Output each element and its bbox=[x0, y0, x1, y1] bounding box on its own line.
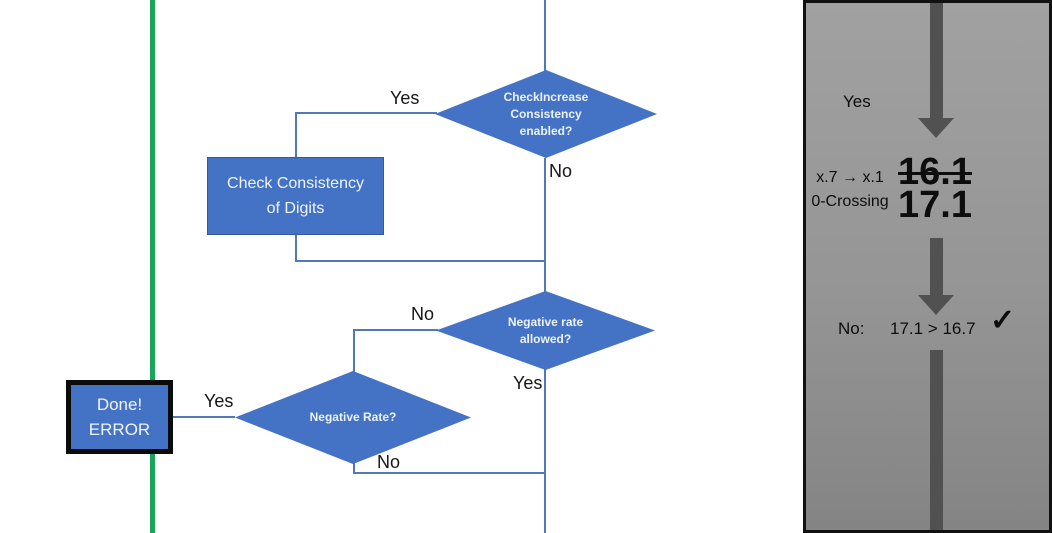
edge-label-no-bottom: No bbox=[377, 452, 401, 472]
down-arrow-head-icon bbox=[918, 295, 954, 315]
note-rule: x.7 → x.1 bbox=[816, 169, 884, 186]
connector-no-drop bbox=[353, 463, 355, 474]
terminator-label: Done! ERROR bbox=[88, 395, 151, 439]
decision-label: CheckIncrease Consistency enabled? bbox=[503, 89, 589, 138]
edge-label-no-mid: No bbox=[411, 304, 435, 324]
checkmark-icon: ✓ bbox=[990, 304, 1016, 337]
edge-label-yes-done: Yes bbox=[204, 391, 234, 411]
connector-return bbox=[295, 260, 545, 262]
process-label: Check Consistency of Digits bbox=[227, 175, 364, 217]
panel-yes-label: Yes bbox=[843, 92, 871, 111]
decision-negative-rate: Negative Rate? bbox=[235, 371, 471, 464]
decision-label: Negative Rate? bbox=[309, 410, 397, 424]
annotation-panel: Yes x.7 → x.1 0-Crossing 16.1 17.1 No: 1… bbox=[803, 0, 1052, 533]
edge-label-yes-top: Yes bbox=[390, 88, 420, 108]
connector-no-return bbox=[353, 472, 546, 474]
note-name: 0-Crossing bbox=[811, 193, 889, 210]
edge-label-no-top: No bbox=[549, 161, 573, 181]
process-check-consistency-of-digits: Check Consistency of Digits bbox=[207, 157, 384, 235]
terminator-done-error: Done! ERROR bbox=[66, 380, 173, 454]
green-divider-line bbox=[150, 0, 155, 533]
decision-negative-rate-allowed: Negative rate allowed? bbox=[436, 291, 655, 370]
down-arrow-head-icon bbox=[918, 118, 954, 138]
connector-no-down bbox=[544, 158, 546, 292]
down-arrow-shaft-icon bbox=[930, 350, 943, 530]
connector-no-left bbox=[353, 329, 438, 331]
connector-yes-down bbox=[544, 369, 546, 533]
down-arrow-icon bbox=[930, 238, 943, 295]
result-prefix: No: bbox=[838, 319, 865, 338]
connector-out-of-box bbox=[295, 235, 297, 262]
result-comparison: 17.1 > 16.7 bbox=[890, 319, 976, 338]
edge-label-yes-mid: Yes bbox=[513, 373, 543, 393]
connector-into-box bbox=[295, 112, 297, 158]
connector-yes-left bbox=[295, 112, 437, 114]
connector-to-negative-rate bbox=[353, 329, 355, 372]
value-correction: 16.1 17.1 bbox=[898, 151, 972, 226]
decision-label: Negative rate allowed? bbox=[507, 314, 584, 346]
connector-top-entry bbox=[544, 0, 546, 71]
down-arrow-icon bbox=[930, 3, 943, 118]
new-value: 17.1 bbox=[898, 184, 972, 226]
zero-crossing-note: x.7 → x.1 0-Crossing bbox=[806, 166, 894, 214]
decision-check-increase-consistency: CheckIncrease Consistency enabled? bbox=[435, 70, 657, 158]
connector-yes-to-done bbox=[173, 416, 235, 418]
old-value: 16.1 bbox=[898, 151, 972, 193]
